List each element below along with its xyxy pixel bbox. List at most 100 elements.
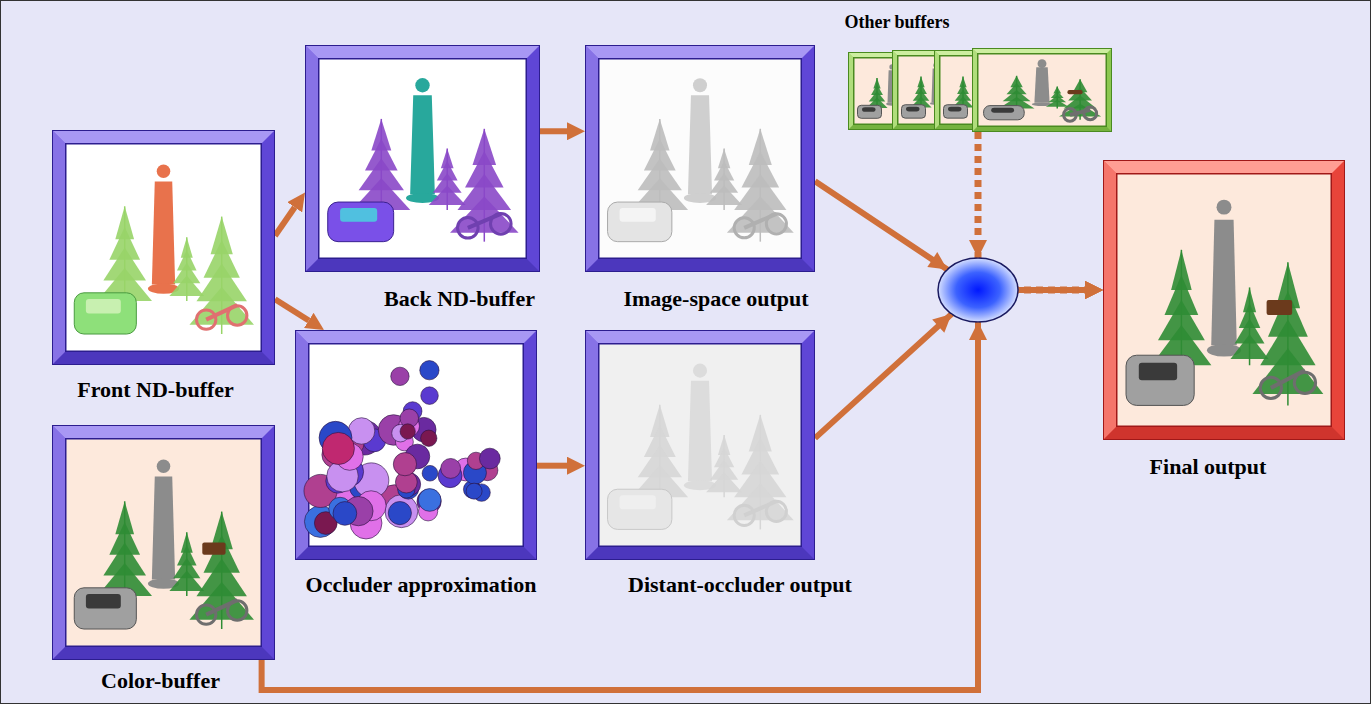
statue-figure — [1032, 59, 1052, 106]
statue-head — [693, 364, 707, 378]
car-figure — [74, 293, 136, 334]
frame-inner — [65, 438, 262, 647]
statue-figure — [684, 364, 716, 491]
car-figure — [74, 588, 136, 629]
frame-shade — [586, 546, 814, 559]
car-window — [991, 108, 1014, 113]
tree-figure — [189, 217, 254, 334]
car-figure — [328, 202, 394, 242]
tree-figure — [1252, 262, 1323, 405]
frame-picture — [52, 130, 275, 365]
occluder-sphere — [466, 483, 482, 499]
occluder-sphere — [385, 495, 418, 528]
statue-body — [152, 477, 175, 580]
tree-tier — [1230, 334, 1268, 359]
frame-caption: Distant-occluder output — [628, 572, 852, 598]
frame-shade — [53, 646, 274, 659]
occluder-sphere — [441, 458, 461, 478]
occluder-sphere — [400, 424, 415, 439]
frame-picture — [295, 330, 537, 560]
flow-arrow — [275, 299, 309, 320]
picture-ground — [1118, 175, 1331, 426]
statue-figure — [406, 78, 439, 203]
motorbike-figure — [196, 600, 246, 624]
tree-tier — [706, 472, 742, 492]
car-body — [74, 588, 136, 629]
picture-ground — [320, 60, 526, 258]
frame-outer — [305, 45, 540, 272]
picture-ground — [979, 55, 1106, 126]
frame-outer — [52, 130, 275, 365]
frame-picture — [585, 45, 815, 272]
picture-frame-node: Back ND-buffer — [305, 45, 540, 312]
frame-body — [53, 131, 274, 364]
frame-caption: Color-buffer — [101, 668, 220, 694]
frame-shade — [586, 258, 814, 271]
frame-box — [52, 425, 275, 660]
picture-frame-node: Image-space output — [585, 45, 815, 312]
merge-arrowhead — [932, 314, 951, 333]
frame-outer — [52, 425, 275, 660]
occluder-sphere — [479, 448, 500, 469]
picture-frame-node: Occluder approximation — [295, 330, 537, 598]
frame-outer — [1103, 160, 1345, 440]
statue-figure — [148, 164, 179, 293]
statue-figure — [1207, 200, 1241, 357]
merge-arrowhead — [969, 240, 987, 258]
frame-inner — [318, 58, 527, 259]
motorbike-figure — [734, 501, 786, 525]
tree-figure — [450, 129, 519, 242]
bike-frame — [744, 501, 776, 515]
occluder-sphere — [418, 489, 441, 512]
statue-body — [688, 381, 712, 482]
statue-body — [410, 95, 435, 194]
tree-figure — [1059, 79, 1101, 119]
frame-inner — [977, 53, 1107, 127]
frame-shade — [53, 351, 274, 364]
merge-arrowhead — [969, 322, 987, 340]
statue-head — [693, 78, 707, 92]
car-body — [328, 202, 394, 242]
tree-figure — [1230, 287, 1268, 365]
car-window — [620, 208, 656, 222]
car-figure — [858, 105, 882, 118]
occluder-sphere — [393, 453, 416, 476]
frame-box — [848, 48, 1112, 132]
car-body — [608, 202, 672, 242]
frame-bevel — [53, 426, 66, 659]
statue-head — [1038, 59, 1047, 68]
frame-box — [305, 45, 540, 272]
occluder-sphere — [388, 501, 411, 524]
toy-car — [202, 543, 225, 555]
motorbike-figure — [734, 214, 786, 238]
car-figure — [902, 105, 926, 118]
tree-figure — [429, 149, 466, 210]
frame-body — [306, 46, 539, 271]
frame-outer — [972, 48, 1112, 132]
frame-picture — [52, 425, 275, 660]
frame-shade — [1104, 426, 1344, 439]
picture-ground — [67, 440, 261, 646]
frame-box — [295, 330, 537, 560]
car-window — [1139, 363, 1177, 381]
car-body — [858, 105, 882, 118]
frame-body — [586, 331, 814, 559]
motorbike-figure — [458, 214, 512, 239]
tree-tier — [1046, 100, 1069, 107]
tree-tier — [727, 484, 794, 521]
frame-body — [586, 46, 814, 271]
frame-bevel — [53, 131, 274, 144]
picture-ground — [600, 345, 801, 546]
tree-tier — [727, 197, 794, 233]
frame-bevel — [296, 331, 536, 344]
flow-arrow — [540, 128, 567, 134]
toy-car — [1067, 90, 1082, 94]
frame-bevel — [1104, 161, 1344, 174]
tree-figure — [706, 149, 742, 210]
frame-bevel — [306, 46, 539, 59]
tree-figure — [727, 415, 794, 530]
buffer-thumbnail — [972, 48, 1112, 132]
frame-body — [53, 426, 274, 659]
occluder-sphere — [333, 502, 357, 526]
flow-arrow — [275, 207, 295, 235]
